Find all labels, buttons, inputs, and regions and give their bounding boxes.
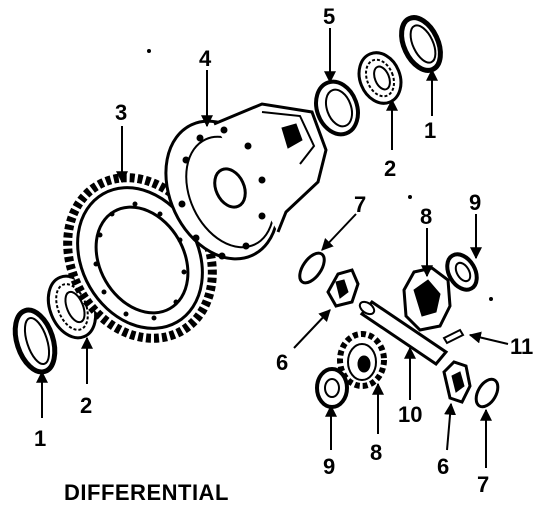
pinion-washer-upper — [298, 251, 326, 285]
callout-6-lower: 6 — [437, 454, 449, 479]
side-gear-washer-lower — [315, 367, 349, 409]
diagram-caption: DIFFERENTIAL — [64, 480, 229, 505]
side-gear-lower — [337, 331, 387, 389]
leader-lines — [36, 28, 509, 468]
callout-1-right: 1 — [424, 118, 436, 143]
callout-9-upper: 9 — [469, 190, 481, 215]
callout-8-lower: 8 — [370, 440, 382, 465]
callout-2-left: 2 — [80, 393, 92, 418]
differential-case — [164, 102, 328, 261]
callout-7-lower: 7 — [477, 472, 489, 497]
pinion-gear-upper — [326, 268, 360, 308]
callout-6-upper: 6 — [276, 350, 288, 375]
side-gear-upper — [402, 266, 452, 332]
bearing-race-right — [399, 15, 443, 73]
callout-8-upper: 8 — [420, 204, 432, 229]
callout-1-left: 1 — [34, 426, 46, 451]
callout-7-upper: 7 — [354, 192, 366, 217]
pinion-washer-lower — [474, 377, 500, 409]
callout-3: 3 — [115, 100, 127, 125]
callout-4: 4 — [199, 46, 212, 71]
lock-pin — [442, 328, 465, 345]
pinion-gear-lower — [442, 360, 472, 404]
callout-5: 5 — [323, 4, 335, 29]
callout-11: 11 — [510, 334, 533, 359]
outer-bearing-race-left — [12, 307, 58, 375]
side-gear-washer-upper — [445, 252, 479, 292]
callout-10: 10 — [398, 402, 422, 427]
roller-bearing-right — [357, 51, 403, 105]
callout-2-right: 2 — [384, 156, 396, 181]
callout-9-lower: 9 — [323, 454, 335, 479]
